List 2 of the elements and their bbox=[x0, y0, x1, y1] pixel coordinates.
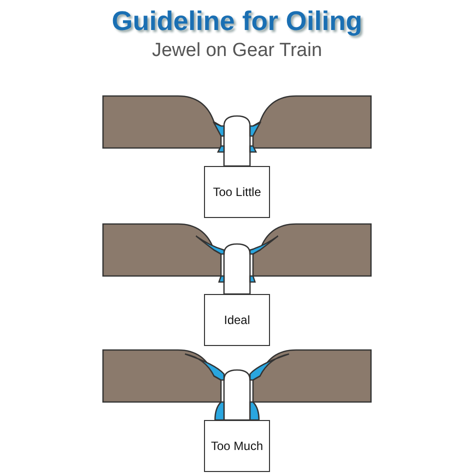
diagram-title: Guideline for Oiling bbox=[110, 6, 364, 37]
subtitle: Jewel on Gear Train bbox=[150, 40, 324, 62]
